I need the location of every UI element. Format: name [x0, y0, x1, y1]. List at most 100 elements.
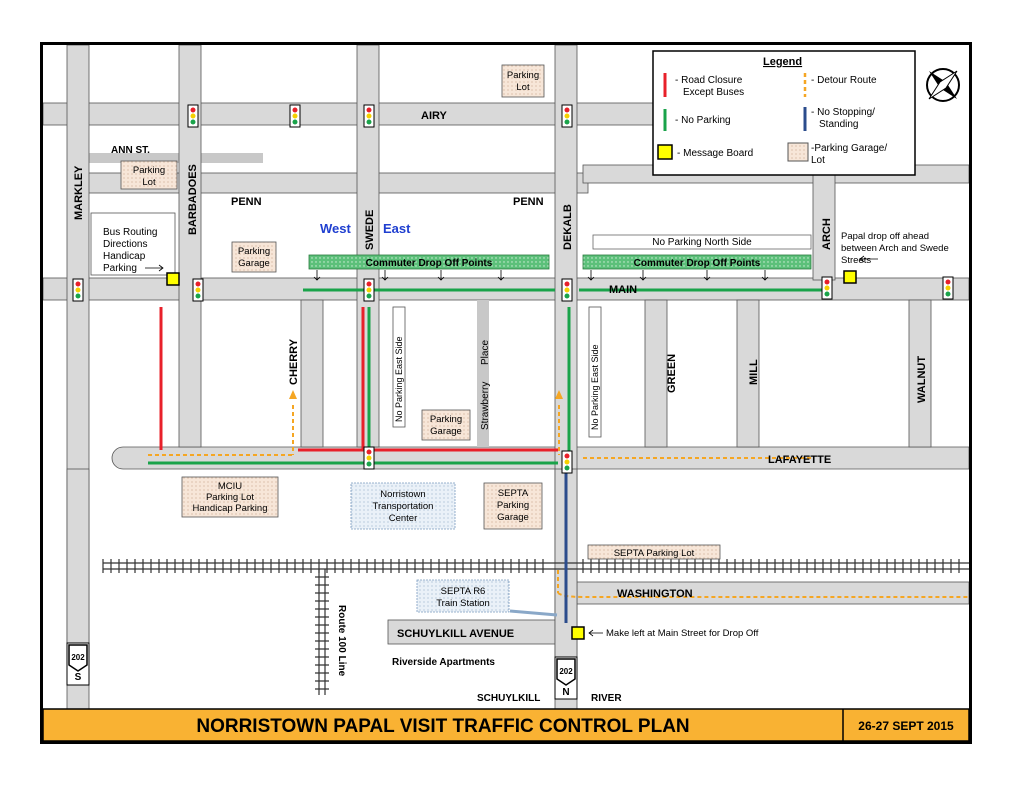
blocks: [90, 212, 812, 438]
river-label: RIVER: [591, 693, 622, 704]
svg-text:Lot: Lot: [516, 82, 530, 93]
detour-arrow-dekalb: [555, 390, 563, 399]
cherry-label: CHERRY: [288, 338, 300, 385]
svg-text:Garage: Garage: [430, 426, 462, 437]
svg-text:N: N: [562, 687, 569, 698]
svg-text:Directions: Directions: [103, 239, 147, 250]
traffic-map: 202 S 202 N AIRY ANN ST. PENN PENN MAIN …: [42, 44, 970, 742]
schuylkill-label: SCHUYLKILL: [477, 693, 540, 704]
legend-detour: - Detour Route: [811, 75, 877, 86]
penn-east-label: PENN: [513, 196, 544, 208]
svg-text:Transportation: Transportation: [373, 501, 434, 512]
station-link: [509, 609, 558, 617]
no-parking-north-label: No Parking North Side: [652, 237, 752, 248]
svg-text:Lot: Lot: [811, 155, 825, 166]
markley-label: MARKLEY: [73, 165, 85, 220]
svg-text:Center: Center: [389, 513, 418, 524]
strawberry-label: Strawberry: [480, 382, 491, 430]
drop-arrows: [313, 270, 769, 281]
title-bar: NORRISTOWN PAPAL VISIT TRAFFIC CONTROL P…: [42, 708, 970, 742]
svg-text:Parking Lot: Parking Lot: [206, 492, 254, 503]
commuter-label-west: Commuter Drop Off Points: [366, 258, 493, 269]
east-label: East: [383, 221, 411, 236]
svg-text:between Arch and Swede: between Arch and Swede: [841, 243, 949, 254]
svg-text:S: S: [75, 672, 82, 683]
make-left-note: Make left at Main Street for Drop Off: [588, 628, 759, 639]
detour-lines: [148, 405, 969, 598]
riverside-label: Riverside Apartments: [392, 657, 495, 668]
bus-routing-note: Bus Routing Directions Handicap Parking: [103, 227, 164, 274]
svg-text:202: 202: [559, 667, 573, 676]
railroad: [102, 559, 969, 695]
svg-text:Handicap Parking: Handicap Parking: [193, 503, 268, 514]
no-parking-lines: [148, 288, 827, 465]
svg-text:Parking: Parking: [103, 263, 137, 274]
airy-lot-label: Parking: [507, 70, 539, 81]
legend-no-stopping: - No Stopping/: [811, 107, 875, 118]
svg-text:Except Buses: Except Buses: [683, 87, 744, 98]
svg-text:Parking: Parking: [497, 500, 529, 511]
svg-text:Handicap: Handicap: [103, 251, 146, 262]
airy-label: AIRY: [421, 110, 448, 122]
route-202-south-shield: 202 S: [66, 642, 90, 686]
transport-center-label: Norristown: [380, 489, 425, 500]
legend: Legend - Road Closure Except Buses - Det…: [652, 50, 916, 176]
train-station-label: SEPTA R6: [441, 586, 486, 597]
garages: [120, 64, 721, 560]
strawberry-garage-label: Parking: [430, 414, 462, 425]
commuter-bar-east: [582, 254, 812, 270]
legend-heading: Legend: [763, 56, 802, 68]
no-parking-east-label-2: No Parking East Side: [590, 344, 600, 430]
route100-label: Route 100 Line: [336, 605, 347, 677]
lafayette-label: LAFAYETTE: [768, 454, 831, 466]
train-station-box: [416, 579, 510, 613]
svg-text:Lot: Lot: [142, 177, 156, 188]
svg-text:Standing: Standing: [819, 119, 858, 130]
mciu-label: MCIU: [218, 481, 242, 492]
map-frame: 202 S 202 N AIRY ANN ST. PENN PENN MAIN …: [40, 42, 972, 744]
no-parking-east-label-1: No Parking East Side: [394, 336, 404, 422]
barbadoes-label: BARBADOES: [187, 164, 199, 235]
septa-lot-label: SEPTA Parking Lot: [614, 548, 695, 559]
map-date: 26-27 SEPT 2015: [858, 719, 954, 733]
svg-text:Train Station: Train Station: [436, 598, 490, 609]
commuter-label-east: Commuter Drop Off Points: [634, 258, 761, 269]
svg-text:Papal drop off ahead: Papal drop off ahead: [841, 231, 929, 242]
route-202-north-shield: 202 N: [554, 656, 578, 700]
ann-lot-label: Parking: [133, 165, 165, 176]
mill-label: MILL: [748, 359, 760, 385]
transport-center-box: [350, 482, 456, 530]
svg-text:Garage: Garage: [497, 512, 529, 523]
swede-label: SWEDE: [364, 210, 376, 250]
legend-no-parking: - No Parking: [675, 115, 731, 126]
ann-label: ANN ST.: [111, 145, 150, 156]
road-closures: [159, 307, 558, 452]
penn-west-label: PENN: [231, 196, 262, 208]
arch-label: ARCH: [821, 218, 833, 250]
dekalb-label: DEKALB: [562, 204, 574, 250]
washington-label: WASHINGTON: [617, 588, 693, 600]
street-labels: AIRY ANN ST. PENN PENN MAIN LAFAYETTE WA…: [73, 110, 928, 704]
svg-text:Make left at Main Street for D: Make left at Main Street for Drop Off: [606, 628, 759, 639]
svg-text:Garage: Garage: [238, 258, 270, 269]
svg-text:202: 202: [71, 653, 85, 662]
detour-arrow-cherry: [289, 390, 297, 399]
map-title: NORRISTOWN PAPAL VISIT TRAFFIC CONTROL P…: [196, 716, 689, 737]
compass-icon: [926, 68, 960, 102]
legend-message-board: - Message Board: [677, 148, 753, 159]
message-boards: [166, 270, 857, 640]
west-label: West: [320, 221, 351, 236]
schuylkill-avenue-label: SCHUYLKILL AVENUE: [397, 628, 514, 640]
traffic-signals: [72, 104, 954, 474]
walnut-label: WALNUT: [916, 356, 928, 403]
place-label: Place: [480, 340, 491, 365]
barbadoes-garage-label: Parking: [238, 246, 270, 257]
svg-text:Streets: Streets: [841, 255, 871, 266]
main-label: MAIN: [609, 284, 637, 296]
papal-dropoff-note: Papal drop off ahead between Arch and Sw…: [841, 231, 949, 266]
legend-garage: -Parking Garage/: [811, 143, 887, 154]
commuter-bar-west: [308, 254, 550, 270]
green-label: GREEN: [666, 354, 678, 393]
septa-garage-label: SEPTA: [498, 488, 529, 499]
legend-road-closure: - Road Closure: [675, 75, 743, 86]
